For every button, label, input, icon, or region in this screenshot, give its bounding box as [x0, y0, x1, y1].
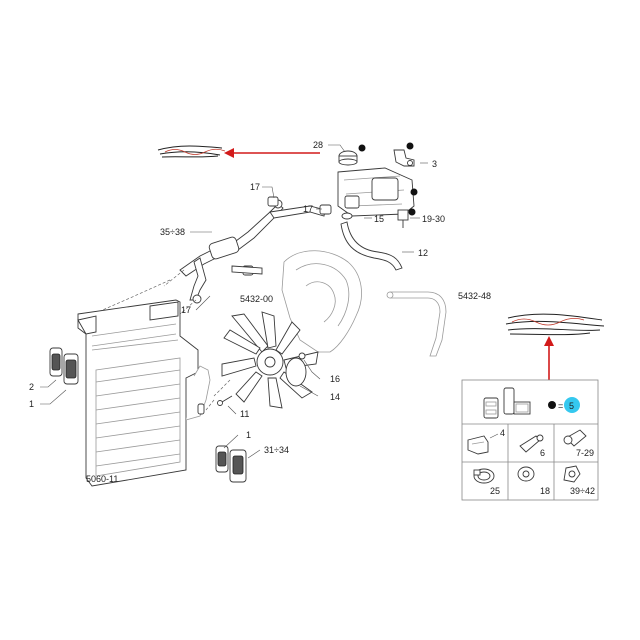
leader-lines: [40, 144, 428, 459]
clip-part-3: [393, 149, 415, 167]
callout-15: 15: [374, 214, 384, 224]
dashed-guide-bracket: [205, 379, 231, 411]
legend-5: 5: [569, 401, 574, 411]
cooling-fan: [221, 311, 319, 409]
sensor-6: [519, 434, 544, 453]
red-arrow-top: [224, 148, 320, 158]
fan-shroud: [281, 250, 362, 353]
callout-14: 14: [330, 392, 340, 402]
mount-bracket-right: [185, 365, 211, 421]
legend-39-42: 39÷42: [570, 486, 595, 496]
callout-labels: 28 3 15 19-30 12 17 17 17 35÷38 5432-00 …: [29, 140, 491, 484]
highlight-5: [564, 397, 580, 413]
callout-11: 11: [240, 409, 249, 419]
hose-5432-48: [386, 291, 447, 357]
kit-marker-dot: [548, 401, 556, 409]
clamp-25: [473, 468, 495, 484]
legend-equals: =: [558, 401, 563, 411]
callout-1-right: 1: [246, 430, 251, 440]
rubber-mount-1-2: [49, 347, 79, 385]
fan-clutch-14: [285, 357, 307, 387]
legend-4: 4: [500, 428, 505, 438]
nut-16: [298, 352, 306, 360]
kit-illustration: [483, 387, 531, 419]
legend-7-29: 7-29: [576, 448, 594, 458]
callout-5432-48: 5432-48: [458, 291, 491, 301]
callout-17-top: 17: [250, 182, 260, 192]
callout-17-low: 17: [181, 305, 191, 315]
marker-dot-19-30: [408, 208, 416, 216]
dashed-guide-mid: [163, 269, 197, 315]
marker-dot-tank: [410, 188, 418, 196]
washer-18: [517, 466, 535, 482]
legend-18: 18: [540, 486, 550, 496]
hose-12: [340, 221, 403, 271]
callout-31-34: 31÷34: [264, 445, 289, 455]
hose-clip-17-top: [267, 196, 279, 207]
legend-25: 25: [490, 486, 500, 496]
marker-dot-3: [406, 142, 414, 150]
stud-11: [217, 395, 233, 406]
callout-17-mid: 17: [303, 204, 313, 214]
callout-19-30: 19-30: [422, 214, 445, 224]
legend-6: 6: [540, 448, 545, 458]
dashed-guide-left: [97, 279, 171, 313]
clip-4: [467, 435, 489, 455]
callout-28: 28: [313, 140, 323, 150]
callout-35-38: 35÷38: [160, 227, 185, 237]
switch-7-29: [563, 429, 587, 447]
callout-3: 3: [432, 159, 437, 169]
hose-clip-17-mid: [319, 204, 332, 215]
bolt-19-30: [397, 209, 409, 228]
callout-2: 2: [29, 382, 34, 392]
callout-5432-00: 5432-00: [240, 294, 273, 304]
marker-dot-28: [358, 144, 366, 152]
expansion-tank: [337, 167, 415, 217]
clamp-15: [341, 212, 353, 220]
callout-16: 16: [330, 374, 340, 384]
kit-legend-box: = 5 4 6 7-29 25: [461, 379, 599, 501]
rubber-mount-1-31-34: [215, 445, 247, 483]
callout-1-left: 1: [29, 399, 34, 409]
radiator: [77, 299, 199, 487]
hose-clip-17-low: [231, 265, 263, 276]
scribbled-part-number-right: [505, 313, 605, 336]
tank-cap: [338, 150, 358, 166]
scribbled-part-number-top: [157, 145, 226, 158]
callout-5060-11: 5060-11: [86, 474, 118, 484]
plug-39-42: [563, 465, 581, 483]
callout-12: 12: [418, 248, 428, 258]
